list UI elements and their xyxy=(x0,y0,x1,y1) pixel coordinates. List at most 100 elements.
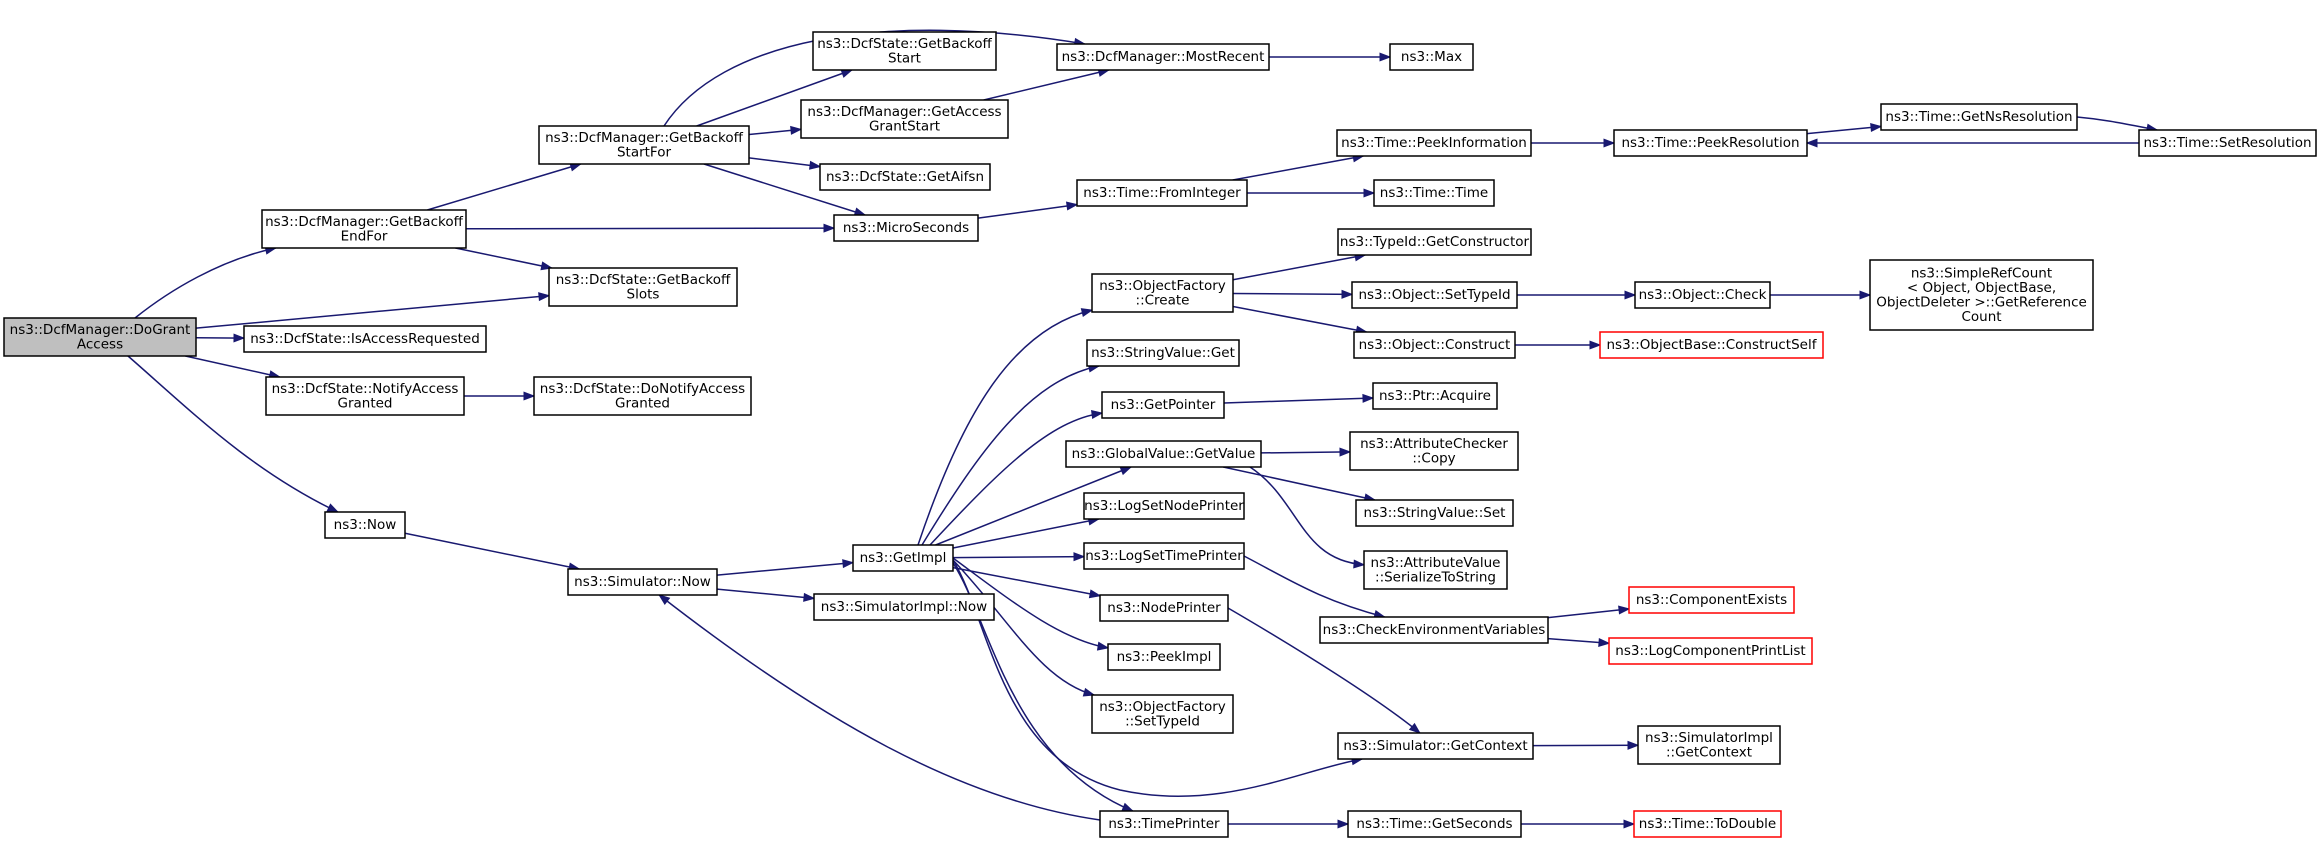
node-label: Slots xyxy=(627,286,660,302)
node-box xyxy=(1363,550,1508,590)
node-box xyxy=(2138,129,2317,157)
node-logsettimeprinter[interactable]: ns3::LogSetTimePrinter xyxy=(1083,542,1245,570)
node-isaccessrequested[interactable]: ns3::DcfState::IsAccessRequested xyxy=(243,325,487,353)
arrow-head-icon xyxy=(1353,559,1366,569)
node-objectfactory_create[interactable]: ns3::ObjectFactory::Create xyxy=(1091,273,1234,313)
node-object_construct[interactable]: ns3::Object::Construct xyxy=(1353,331,1516,359)
arrow-head-icon xyxy=(1082,687,1096,697)
node-attributevalue_serialize[interactable]: ns3::AttributeValue::SerializeToString xyxy=(1363,550,1508,590)
node-componentexists[interactable]: ns3::ComponentExists xyxy=(1628,586,1795,614)
node-stringvalue_get[interactable]: ns3::StringValue::Get xyxy=(1086,339,1240,367)
edge-globalvalue_getvalue-to-stringvalue_set xyxy=(1223,466,1377,503)
node-typeid_getconstructor[interactable]: ns3::TypeId::GetConstructor xyxy=(1337,228,1532,256)
node-nodeprinter[interactable]: ns3::NodePrinter xyxy=(1099,594,1229,622)
node-label: ns3::DcfManager::GetBackoff xyxy=(545,130,743,146)
node-box xyxy=(1613,129,1808,157)
arrow-head-icon xyxy=(1073,552,1086,562)
node-microseconds[interactable]: ns3::MicroSeconds xyxy=(833,214,979,242)
node-peekinformation[interactable]: ns3::Time::PeekInformation xyxy=(1336,129,1532,157)
edge-getbackoffstartfor-to-getaifsn xyxy=(748,157,822,170)
node-box xyxy=(1389,43,1474,71)
node-time_getseconds[interactable]: ns3::Time::GetSeconds xyxy=(1347,810,1522,838)
node-checkenvvars[interactable]: ns3::CheckEnvironmentVariables xyxy=(1319,616,1549,644)
node-simulator_now[interactable]: ns3::Simulator::Now xyxy=(567,568,718,596)
node-setresolution[interactable]: ns3::Time::SetResolution xyxy=(2138,129,2317,157)
edge-line xyxy=(2076,116,2158,131)
edge-peekinformation-to-peekresolution xyxy=(1531,138,1616,148)
node-simulatorimpl_now[interactable]: ns3::SimulatorImpl::Now xyxy=(813,593,995,621)
node-objectfactory_settypeid[interactable]: ns3::ObjectFactory::SetTypeId xyxy=(1091,694,1234,734)
edge-frominteger-to-peekinformation xyxy=(1232,153,1365,181)
edge-line xyxy=(952,518,1099,549)
arrow-head-icon xyxy=(1870,122,1883,133)
arrow-head-icon xyxy=(1379,52,1392,62)
edge-root-to-now xyxy=(127,355,340,513)
node-max[interactable]: ns3::Max xyxy=(1389,43,1474,71)
node-object_settypeid[interactable]: ns3::Object::SetTypeId xyxy=(1351,281,1518,309)
edge-line xyxy=(917,309,1093,546)
edge-object_construct-to-constructself xyxy=(1515,340,1602,350)
node-simplerefcount[interactable]: ns3::SimpleRefCount< Object, ObjectBase,… xyxy=(1869,259,2094,331)
edge-line xyxy=(1223,397,1374,404)
node-now[interactable]: ns3::Now xyxy=(324,511,406,539)
arrow-head-icon xyxy=(233,333,246,343)
node-logcomponentprintlist[interactable]: ns3::LogComponentPrintList xyxy=(1608,637,1813,665)
node-box xyxy=(1099,810,1229,838)
node-attributechecker_copy[interactable]: ns3::AttributeChecker::Copy xyxy=(1349,431,1519,471)
edge-line xyxy=(1232,292,1353,296)
edge-line xyxy=(195,294,550,329)
node-simulator_getcontext[interactable]: ns3::Simulator::GetContext xyxy=(1337,732,1534,760)
node-box xyxy=(1086,339,1240,367)
node-box xyxy=(1099,594,1229,622)
edge-now-to-simulator_now xyxy=(404,532,581,572)
node-box xyxy=(1373,179,1495,207)
node-ptr_acquire[interactable]: ns3::Ptr::Acquire xyxy=(1372,382,1498,410)
node-getaifsn[interactable]: ns3::DcfState::GetAifsn xyxy=(819,163,991,191)
node-box xyxy=(1083,542,1245,570)
node-label: ns3::CheckEnvironmentVariables xyxy=(1323,622,1546,638)
node-getimpl[interactable]: ns3::GetImpl xyxy=(852,544,954,572)
arrow-head-icon xyxy=(1408,722,1421,734)
node-box xyxy=(1372,382,1498,410)
node-peekresolution[interactable]: ns3::Time::PeekResolution xyxy=(1613,129,1808,157)
edge-line xyxy=(952,557,1109,649)
node-box xyxy=(1337,732,1534,760)
node-label: ns3::DcfManager::MostRecent xyxy=(1062,49,1265,65)
node-label: ns3::Time::Time xyxy=(1380,185,1488,201)
node-box xyxy=(1091,694,1234,734)
node-constructself[interactable]: ns3::ObjectBase::ConstructSelf xyxy=(1599,331,1824,359)
node-box xyxy=(1056,43,1270,71)
node-object_check[interactable]: ns3::Object::Check xyxy=(1634,281,1771,309)
node-label: ns3::TimePrinter xyxy=(1108,816,1220,832)
node-simulatorimpl_getcontext[interactable]: ns3::SimulatorImpl::GetContext xyxy=(1637,725,1781,765)
node-time_todouble[interactable]: ns3::Time::ToDouble xyxy=(1633,810,1782,838)
node-stringvalue_set[interactable]: ns3::StringValue::Set xyxy=(1355,499,1514,527)
node-label: Start xyxy=(888,50,921,66)
edge-getimpl-to-logsettimeprinter xyxy=(952,552,1086,562)
node-getnsresolution[interactable]: ns3::Time::GetNsResolution xyxy=(1880,103,2078,131)
node-globalvalue_getvalue[interactable]: ns3::GlobalValue::GetValue xyxy=(1065,440,1262,468)
node-frominteger[interactable]: ns3::Time::FromInteger xyxy=(1076,179,1248,207)
edge-getbackoffendfor-to-microseconds xyxy=(465,223,836,233)
edge-line xyxy=(935,466,1132,546)
arrow-head-icon xyxy=(842,559,855,569)
node-timeprinter[interactable]: ns3::TimePrinter xyxy=(1099,810,1229,838)
arrow-head-icon xyxy=(1119,466,1133,476)
node-mostrecent[interactable]: ns3::DcfManager::MostRecent xyxy=(1056,43,1270,71)
node-getpointer[interactable]: ns3::GetPointer xyxy=(1101,391,1225,419)
arrow-head-icon xyxy=(326,503,340,513)
node-logsetnodeprinter[interactable]: ns3::LogSetNodePrinter xyxy=(1083,492,1245,520)
edge-getimpl-to-objectfactory_settypeid xyxy=(952,559,1096,697)
node-peekimpl[interactable]: ns3::PeekImpl xyxy=(1107,643,1221,671)
node-time_time[interactable]: ns3::Time::Time xyxy=(1373,179,1495,207)
edge-root-to-getbackoffendfor xyxy=(134,245,278,319)
edge-microseconds-to-frominteger xyxy=(977,201,1079,219)
